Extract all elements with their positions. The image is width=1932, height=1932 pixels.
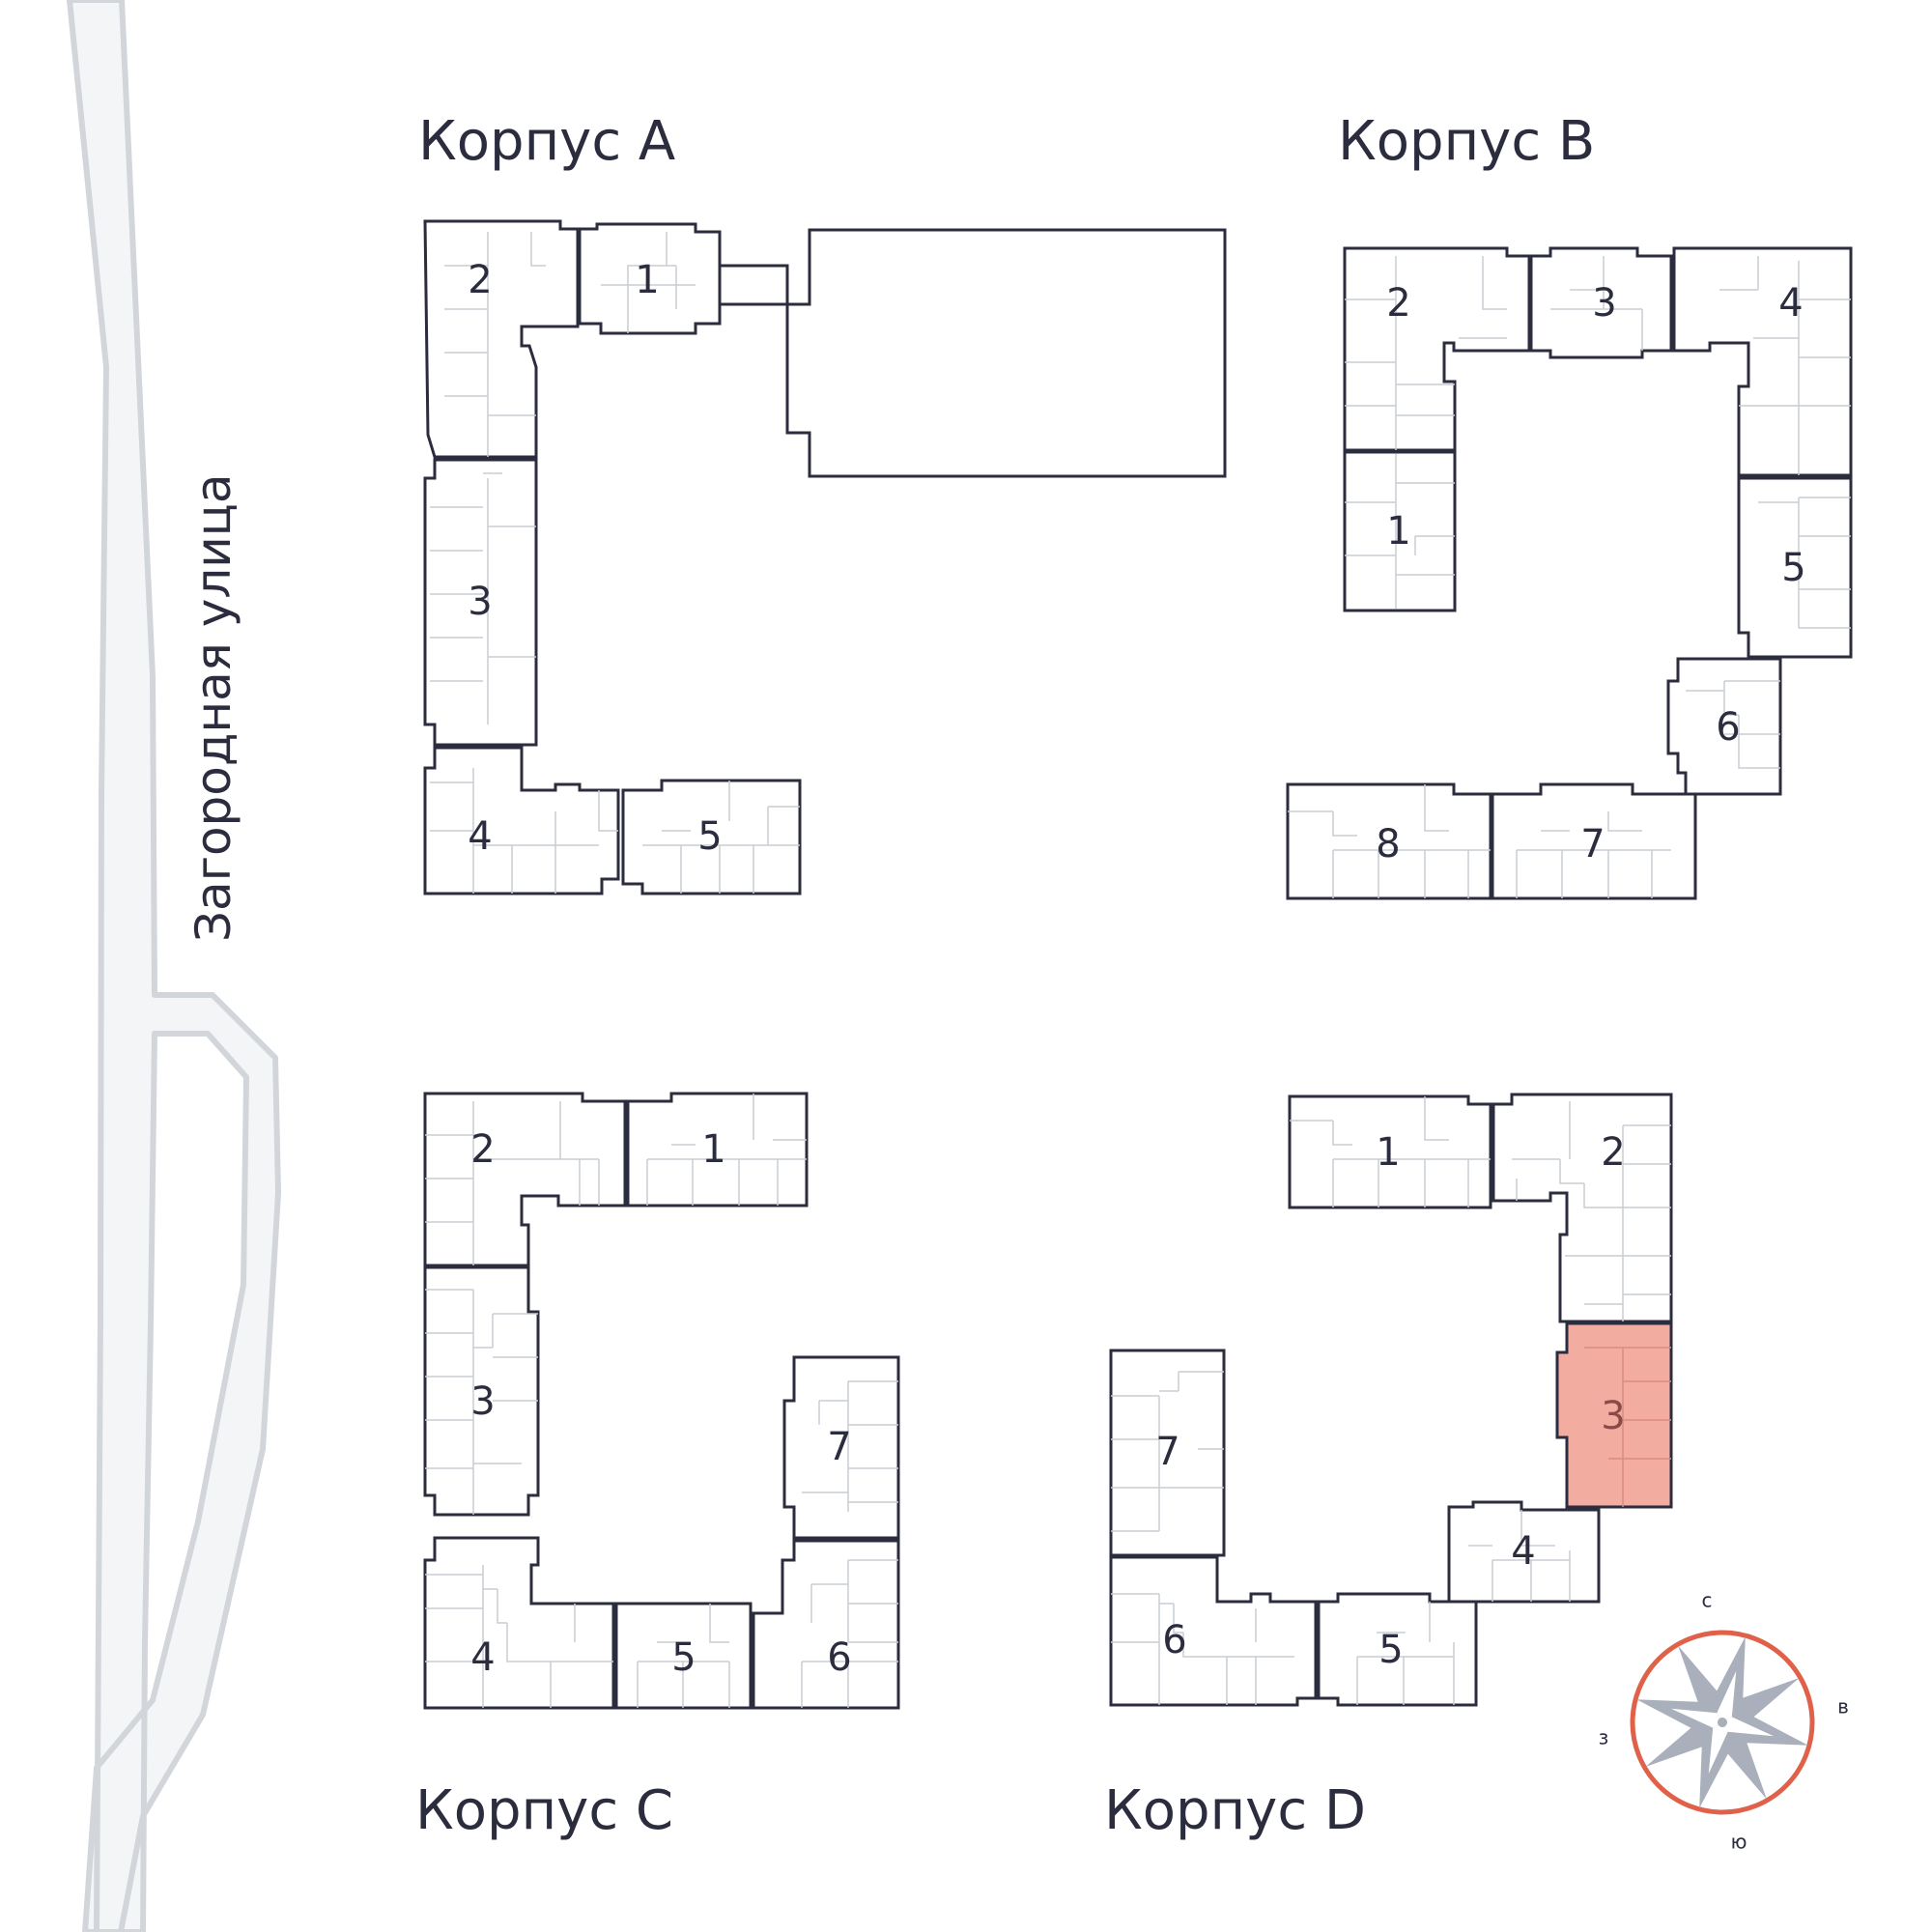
building-b-section-5[interactable] xyxy=(1737,476,1853,659)
building-d-section-7-label: 7 xyxy=(1155,1430,1179,1474)
building-b-section-6-label: 6 xyxy=(1716,705,1740,750)
building-b-section-7-label: 7 xyxy=(1580,822,1605,867)
building-d-section-3-label: 3 xyxy=(1601,1394,1625,1438)
building-d-section-3[interactable] xyxy=(1555,1321,1673,1509)
building-b-section-8-label: 8 xyxy=(1376,822,1400,867)
building-a-section-5[interactable] xyxy=(621,779,802,895)
building-b-section-1[interactable] xyxy=(1343,450,1457,612)
building-b-section-3[interactable] xyxy=(1529,246,1673,359)
building-d-section-3-highlight[interactable] xyxy=(1555,1321,1673,1509)
building-b-section-5-label: 5 xyxy=(1781,546,1805,590)
building-d-section-1-label: 1 xyxy=(1376,1130,1400,1175)
building-c xyxy=(423,1092,900,1710)
building-d-section-4[interactable] xyxy=(1447,1500,1601,1604)
building-c-section-1[interactable] xyxy=(626,1092,809,1208)
compass-south-label: ю xyxy=(1731,1831,1747,1854)
building-d xyxy=(1109,1093,1673,1707)
building-c-section-4-label: 4 xyxy=(470,1635,495,1680)
building-c-section-1-label: 1 xyxy=(701,1127,725,1172)
building-a-section-1-label: 1 xyxy=(635,258,659,302)
street-label: Загородная улица xyxy=(185,474,242,942)
building-a-section-3-label: 3 xyxy=(468,580,492,624)
building-b-section-7[interactable] xyxy=(1491,782,1697,900)
building-c-section-2-label: 2 xyxy=(470,1127,495,1172)
building-c-section-7-label: 7 xyxy=(827,1425,851,1469)
building-b-section-8[interactable] xyxy=(1286,782,1492,900)
building-d-section-5-label: 5 xyxy=(1378,1628,1403,1672)
building-c-section-3[interactable] xyxy=(423,1265,540,1517)
building-d-section-6-label: 6 xyxy=(1162,1618,1186,1662)
building-a-annex xyxy=(785,228,1227,478)
compass: с в ю з xyxy=(1599,1589,1849,1854)
building-a xyxy=(423,219,1227,895)
building-a-section-3[interactable] xyxy=(423,458,538,747)
building-d-section-1[interactable] xyxy=(1288,1094,1492,1209)
building-a-section-1[interactable] xyxy=(578,222,722,335)
building-c-title: Корпус C xyxy=(415,1779,673,1842)
building-d-section-2-label: 2 xyxy=(1601,1130,1625,1175)
compass-north-label: с xyxy=(1702,1589,1713,1612)
building-a-section-2[interactable] xyxy=(423,219,580,459)
building-b-section-2-label: 2 xyxy=(1386,281,1410,326)
building-b-section-1-label: 1 xyxy=(1386,509,1410,554)
building-b xyxy=(1286,246,1853,900)
building-a-section-2-label: 2 xyxy=(468,258,492,302)
building-b-section-4[interactable] xyxy=(1672,246,1853,477)
building-a-section-4[interactable] xyxy=(423,746,620,895)
building-d-section-7[interactable] xyxy=(1109,1349,1226,1557)
building-c-section-6-label: 6 xyxy=(827,1635,851,1680)
building-a-section-5-label: 5 xyxy=(697,814,722,859)
compass-east-label: в xyxy=(1837,1695,1849,1719)
building-d-section-6[interactable] xyxy=(1109,1555,1318,1707)
building-b-title: Корпус B xyxy=(1338,110,1595,173)
building-b-section-4-label: 4 xyxy=(1778,281,1803,326)
building-c-section-6[interactable] xyxy=(752,1539,900,1710)
building-c-section-7[interactable] xyxy=(782,1355,900,1540)
road-zagorodnaya xyxy=(67,0,281,1932)
building-d-section-2[interactable] xyxy=(1492,1093,1673,1323)
building-a-section-4-label: 4 xyxy=(468,814,492,859)
building-b-section-3-label: 3 xyxy=(1592,281,1616,326)
building-a-title: Корпус A xyxy=(418,110,675,173)
building-c-section-3-label: 3 xyxy=(470,1379,495,1424)
compass-west-label: з xyxy=(1599,1726,1609,1749)
building-c-section-2[interactable] xyxy=(423,1092,627,1267)
building-b-section-6[interactable] xyxy=(1666,657,1782,796)
building-b-section-2[interactable] xyxy=(1343,246,1531,452)
building-d-section-4-label: 4 xyxy=(1511,1529,1535,1574)
building-a-connector xyxy=(718,264,789,306)
building-c-section-4[interactable] xyxy=(423,1536,615,1710)
building-d-title: Корпус D xyxy=(1104,1779,1366,1842)
building-c-section-5[interactable] xyxy=(614,1602,753,1710)
building-c-section-5-label: 5 xyxy=(671,1635,696,1680)
compass-star-icon xyxy=(1636,1636,1808,1808)
building-d-section-5[interactable] xyxy=(1317,1592,1478,1707)
